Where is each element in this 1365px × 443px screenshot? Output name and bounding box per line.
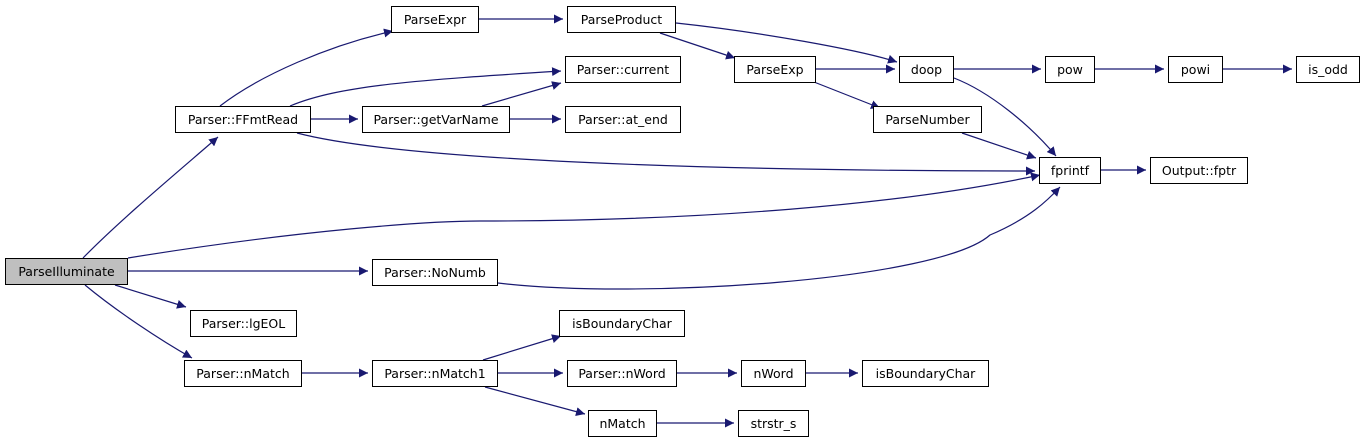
node-doop[interactable]: doop bbox=[899, 56, 954, 83]
edge-parseexp-to-parsenum bbox=[813, 81, 881, 109]
edge-nmatch1-to-isbc1 bbox=[482, 334, 562, 361]
node-is-odd[interactable]: is_odd bbox=[1296, 56, 1360, 83]
edge-root-to-nmatchp bbox=[84, 284, 193, 359]
edge-doop-to-fprintf bbox=[953, 77, 1057, 157]
node-isboundarychar[interactable]: isBoundaryChar bbox=[559, 310, 685, 337]
node-parser-nmatch[interactable]: Parser::nMatch bbox=[184, 360, 302, 387]
node-isboundarychar-2[interactable]: isBoundaryChar bbox=[862, 360, 989, 387]
edge-nmatch1-to-nmatch bbox=[484, 386, 586, 416]
edge-getvarname-to-current bbox=[481, 81, 562, 107]
edge-root-to-fprintf bbox=[127, 172, 1041, 259]
node-parseexp[interactable]: ParseExp bbox=[734, 56, 816, 83]
node-parser-nonumb[interactable]: Parser::NoNumb bbox=[372, 259, 498, 286]
edge-parseprod-to-doop bbox=[675, 22, 898, 64]
node-pow[interactable]: pow bbox=[1045, 56, 1095, 83]
node-parser-current[interactable]: Parser::current bbox=[565, 56, 681, 83]
node-parser-getvarname[interactable]: Parser::getVarName bbox=[362, 106, 510, 133]
node-nmatch[interactable]: nMatch bbox=[588, 410, 657, 437]
edge-nonumb-to-fprintf bbox=[497, 186, 1061, 290]
node-strstr-s[interactable]: strstr_s bbox=[738, 410, 809, 437]
node-output-fptr[interactable]: Output::fptr bbox=[1150, 157, 1248, 184]
edge-parsenum-to-fprintf bbox=[961, 132, 1037, 160]
node-parseexpr[interactable]: ParseExpr bbox=[391, 6, 479, 33]
node-parser-lgeol[interactable]: Parser::lgEOL bbox=[190, 310, 297, 337]
node-fprintf[interactable]: fprintf bbox=[1039, 157, 1101, 184]
edge-root-to-igeol bbox=[114, 284, 187, 309]
edge-root-to-ffmtread bbox=[82, 136, 219, 259]
node-parseproduct[interactable]: ParseProduct bbox=[567, 6, 676, 33]
edge-ffmtread-to-current bbox=[289, 67, 562, 107]
edge-parseprod-to-parseexp bbox=[659, 32, 736, 60]
node-parser-nword[interactable]: Parser::nWord bbox=[567, 360, 677, 387]
node-parser-at-end[interactable]: Parser::at_end bbox=[565, 106, 681, 133]
node-parser-ffmtread[interactable]: Parser::FFmtRead bbox=[175, 106, 311, 133]
node-parseilluminate[interactable]: ParseIlluminate bbox=[5, 258, 128, 285]
node-powi[interactable]: powi bbox=[1168, 56, 1223, 83]
node-parsenumber[interactable]: ParseNumber bbox=[873, 106, 982, 133]
edge-ffmtread-to-parseexpr bbox=[219, 28, 394, 107]
node-nword[interactable]: nWord bbox=[741, 360, 806, 387]
node-parser-nmatch1[interactable]: Parser::nMatch1 bbox=[372, 360, 498, 387]
edge-ffmtread-to-fprintf bbox=[296, 132, 1036, 176]
